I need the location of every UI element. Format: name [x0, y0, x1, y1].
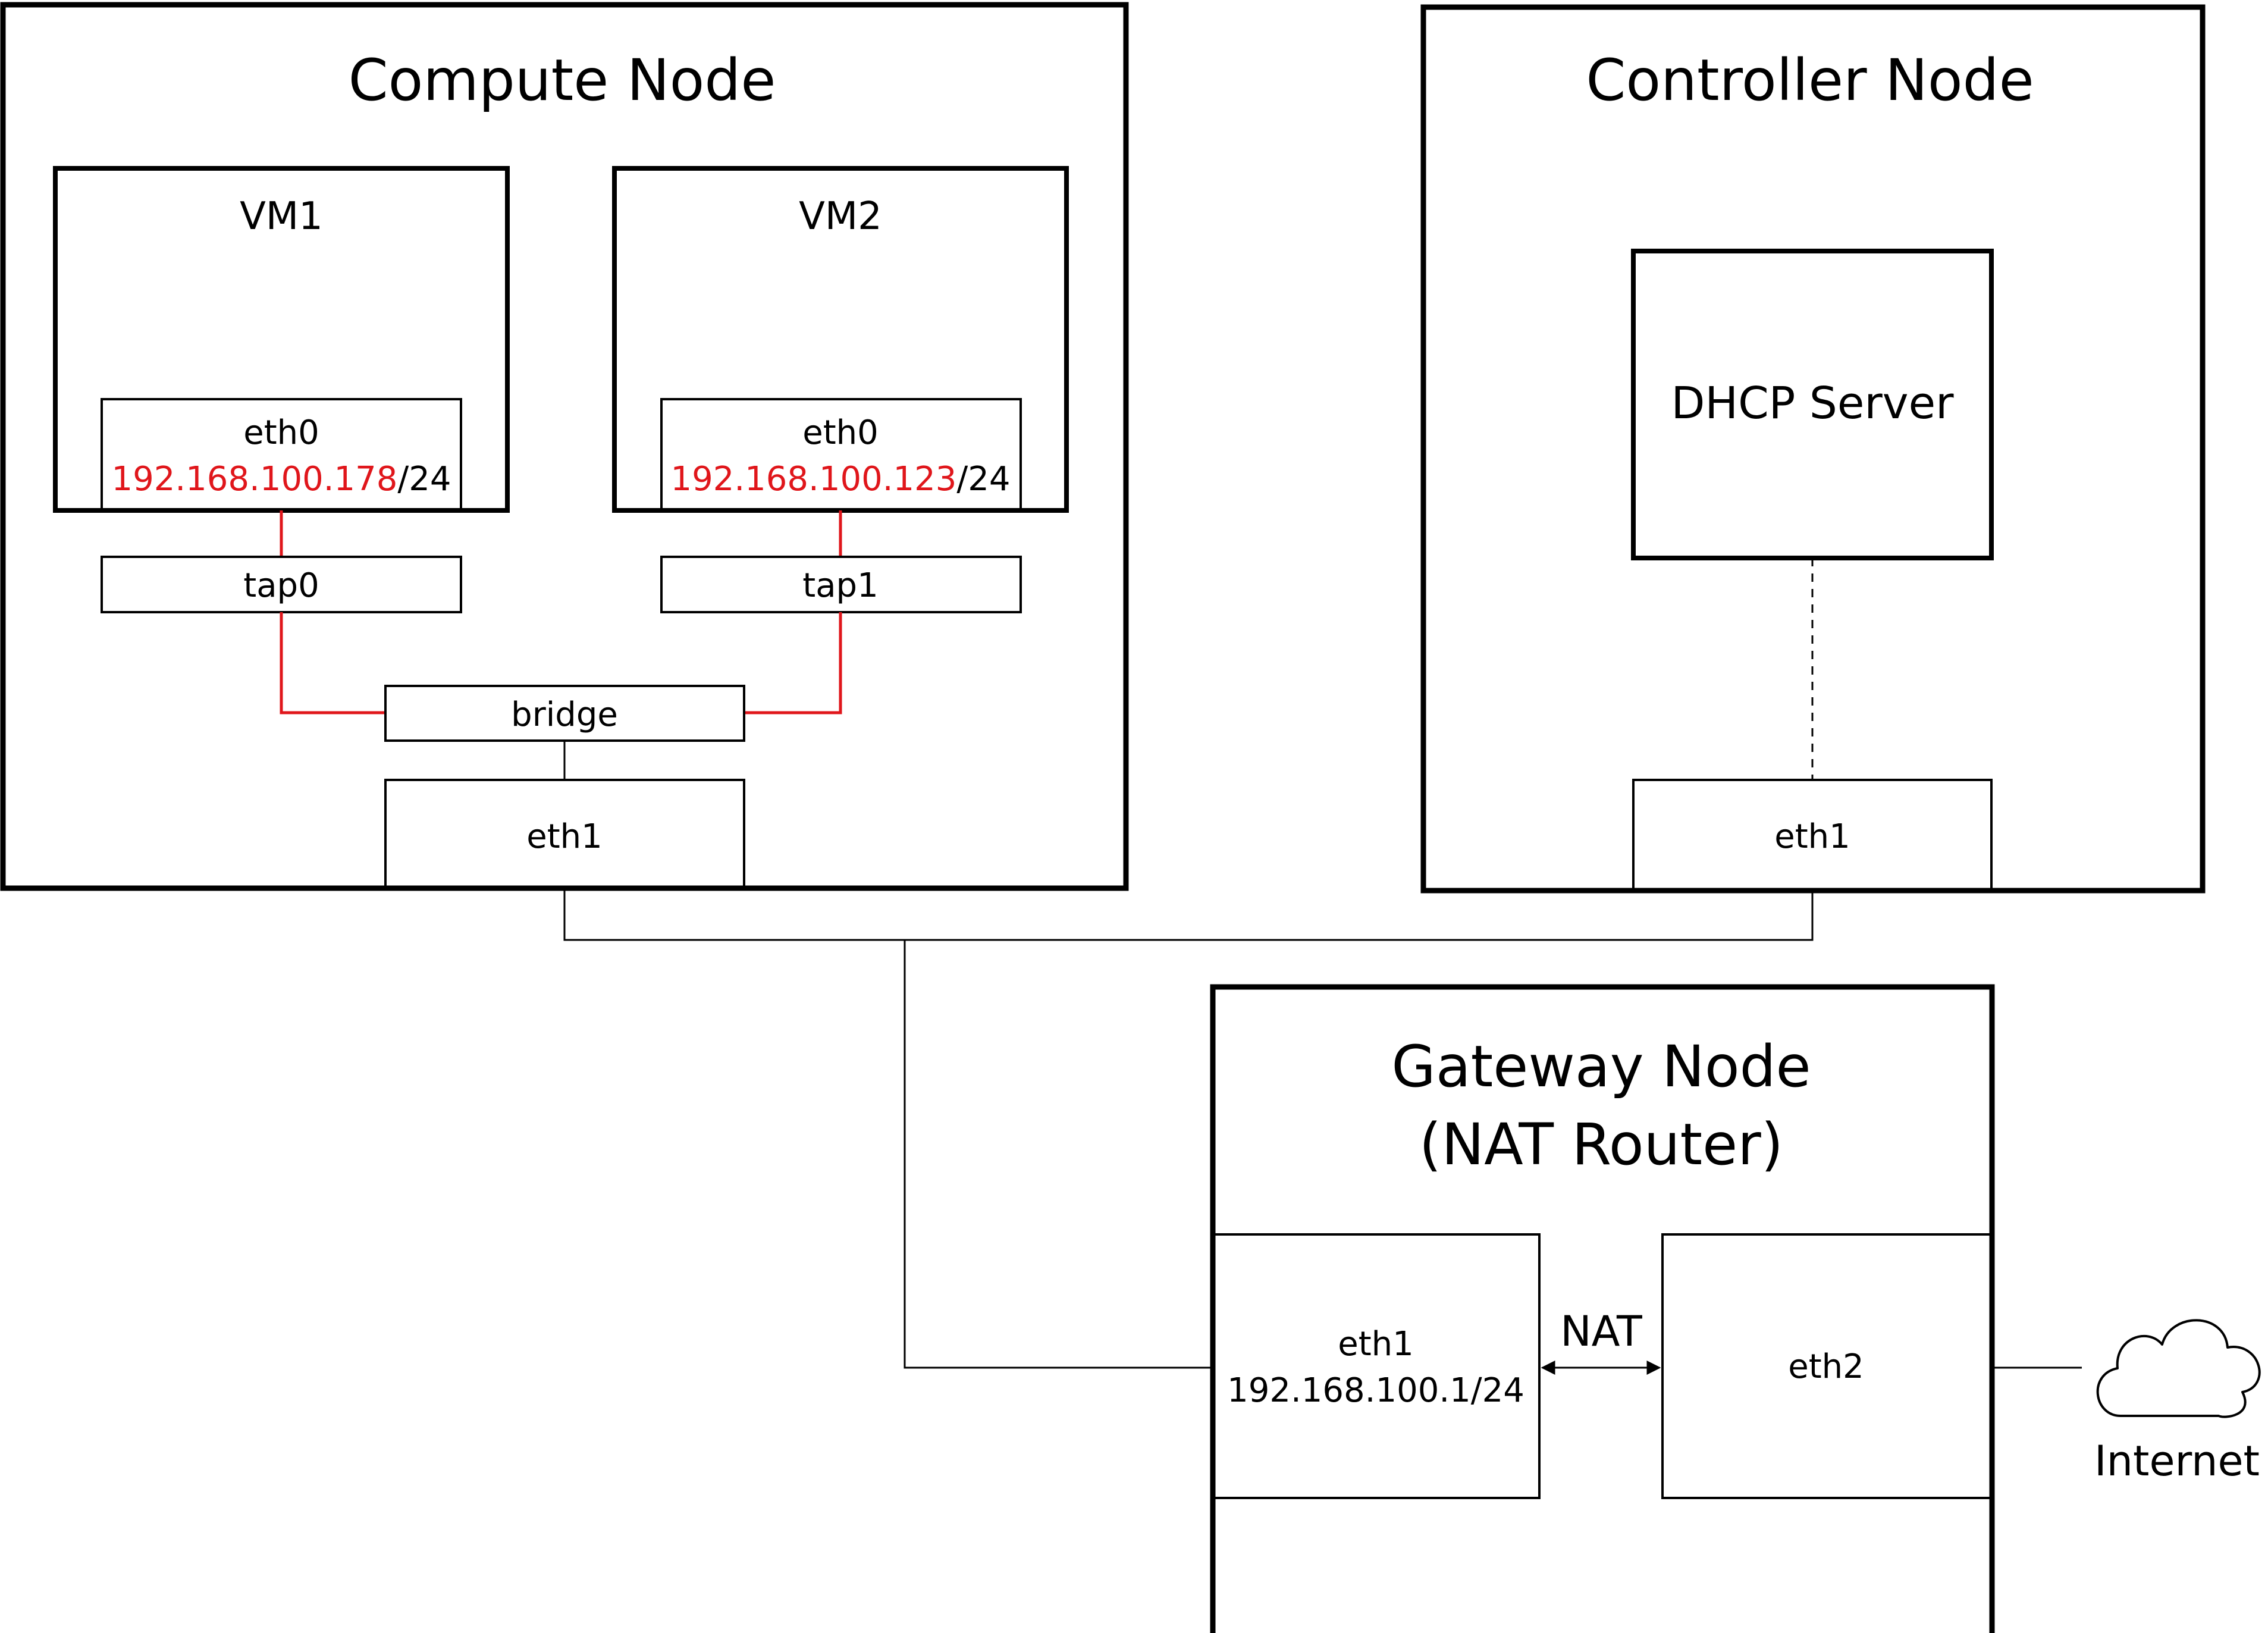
tap0-bridge-link: [280, 612, 385, 714]
gateway-uplink: [904, 940, 1213, 1369]
vm2-eth0-label: eth0: [802, 413, 879, 452]
vm1: VM1 eth0 192.168.100.178/24: [53, 166, 510, 513]
gateway-eth2-label: eth2: [1788, 1347, 1864, 1386]
vm1-mask: /24: [397, 460, 451, 499]
controller-node-frame: [1420, 4, 2206, 894]
gateway-eth1-box: [1212, 1233, 1541, 1499]
management-network-link: [563, 888, 1814, 941]
internet-label: Internet: [2094, 1437, 2260, 1485]
controller-node: Controller Node DHCP Server eth1: [1420, 4, 2206, 894]
vm2: VM2 eth0 192.168.100.123/24: [612, 166, 1069, 513]
gateway-eth2-box: [1661, 1233, 1993, 1499]
vm2-ip-line: 192.168.100.123/24: [670, 460, 1010, 499]
compute-eth1-label: eth1: [526, 817, 603, 856]
vm1-ip: 192.168.100.178: [111, 460, 397, 499]
vm1-ip-line: 192.168.100.178/24: [111, 460, 451, 499]
vm1-title: VM1: [240, 195, 323, 239]
tap1-label: tap1: [802, 566, 878, 605]
vm1-eth0-box: [101, 398, 462, 511]
gateway-node-subtitle: (NAT Router): [1419, 1111, 1783, 1178]
dhcp-server-label: DHCP Server: [1671, 378, 1954, 429]
tap0-label: tap0: [243, 566, 319, 605]
vm2-eth0-box: [660, 398, 1022, 511]
nat-label: NAT: [1560, 1307, 1642, 1356]
vm2-mask: /24: [956, 460, 1010, 499]
vm2-ip: 192.168.100.123: [670, 460, 956, 499]
gateway-node-title: Gateway Node: [1391, 1033, 1811, 1100]
vm2-title: VM2: [799, 195, 882, 239]
vm1-eth0-label: eth0: [243, 413, 319, 452]
tap1-bridge-link: [744, 612, 842, 714]
controller-eth1-label: eth1: [1774, 817, 1850, 856]
bridge-label: bridge: [511, 695, 618, 734]
gateway-node: Gateway Node (NAT Router) eth1 192.168.1…: [1210, 984, 1995, 1633]
compute-node-title: Compute Node: [349, 47, 776, 114]
gateway-eth1-label: eth1: [1338, 1325, 1414, 1364]
gateway-eth1-ip: 192.168.100.1/24: [1227, 1371, 1524, 1410]
controller-node-title: Controller Node: [1586, 47, 2034, 114]
cloud-icon: [2096, 1319, 2261, 1418]
compute-node: Compute Node VM1 eth0 192.168.100.178/24…: [0, 2, 1129, 891]
